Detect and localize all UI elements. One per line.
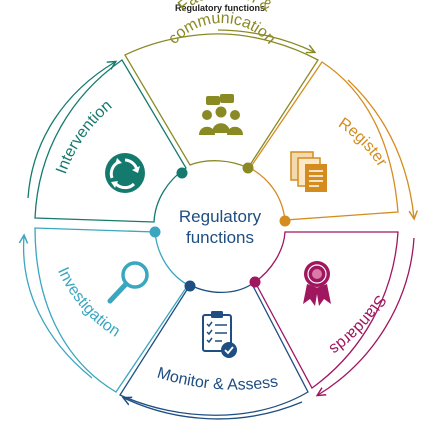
segment-investigation	[34, 227, 189, 393]
dot-intervention	[176, 167, 188, 179]
people-group-icon	[199, 94, 243, 135]
svg-text:Standards: Standards	[326, 292, 389, 358]
center-label-line2: functions	[186, 228, 254, 247]
label-investigation: Investigation	[54, 265, 123, 341]
cycle-arrows-icon	[105, 153, 145, 193]
segment-standards	[254, 231, 399, 389]
label-facilitation-line2: communication	[165, 10, 279, 48]
arrow-intervention-to-facilitation	[27, 62, 115, 199]
documents-icon	[290, 151, 327, 192]
label-standards: Standards	[326, 292, 389, 358]
label-register: Register	[335, 115, 390, 170]
segment-facilitation	[124, 33, 319, 169]
flow-arrows	[24, 29, 415, 420]
arrow-facilitation-to-register	[217, 29, 314, 52]
checklist-clipboard-icon	[202, 311, 237, 358]
magnifier-icon	[107, 261, 149, 304]
dot-standards	[249, 276, 261, 288]
dot-investigation	[149, 226, 161, 238]
dot-register	[279, 215, 291, 227]
label-monitor: Monitor & Assess	[155, 365, 279, 394]
arrow-monitor-to-investigation	[124, 398, 303, 420]
svg-text:Monitor & Assess: Monitor & Assess	[155, 365, 279, 394]
center-label-line1: Regulatory	[179, 207, 262, 226]
segment-outlines	[34, 33, 399, 416]
dot-facilitation	[242, 162, 254, 174]
connector-dots	[149, 162, 291, 292]
dot-monitor	[184, 280, 196, 292]
segment-monitor	[119, 283, 309, 416]
svg-text:Investigation: Investigation	[54, 265, 123, 341]
arrow-investigation-to-intervention	[24, 236, 93, 379]
page-title: Regulatory functions	[174, 3, 265, 13]
segment-intervention	[34, 59, 187, 223]
arrow-register-to-standards	[347, 79, 414, 218]
svg-text:Register: Register	[335, 115, 390, 170]
segment-register	[249, 61, 399, 221]
arrow-standards-to-monitor	[318, 237, 415, 395]
svg-text:communication: communication	[165, 10, 279, 48]
award-ribbon-icon	[303, 261, 331, 306]
